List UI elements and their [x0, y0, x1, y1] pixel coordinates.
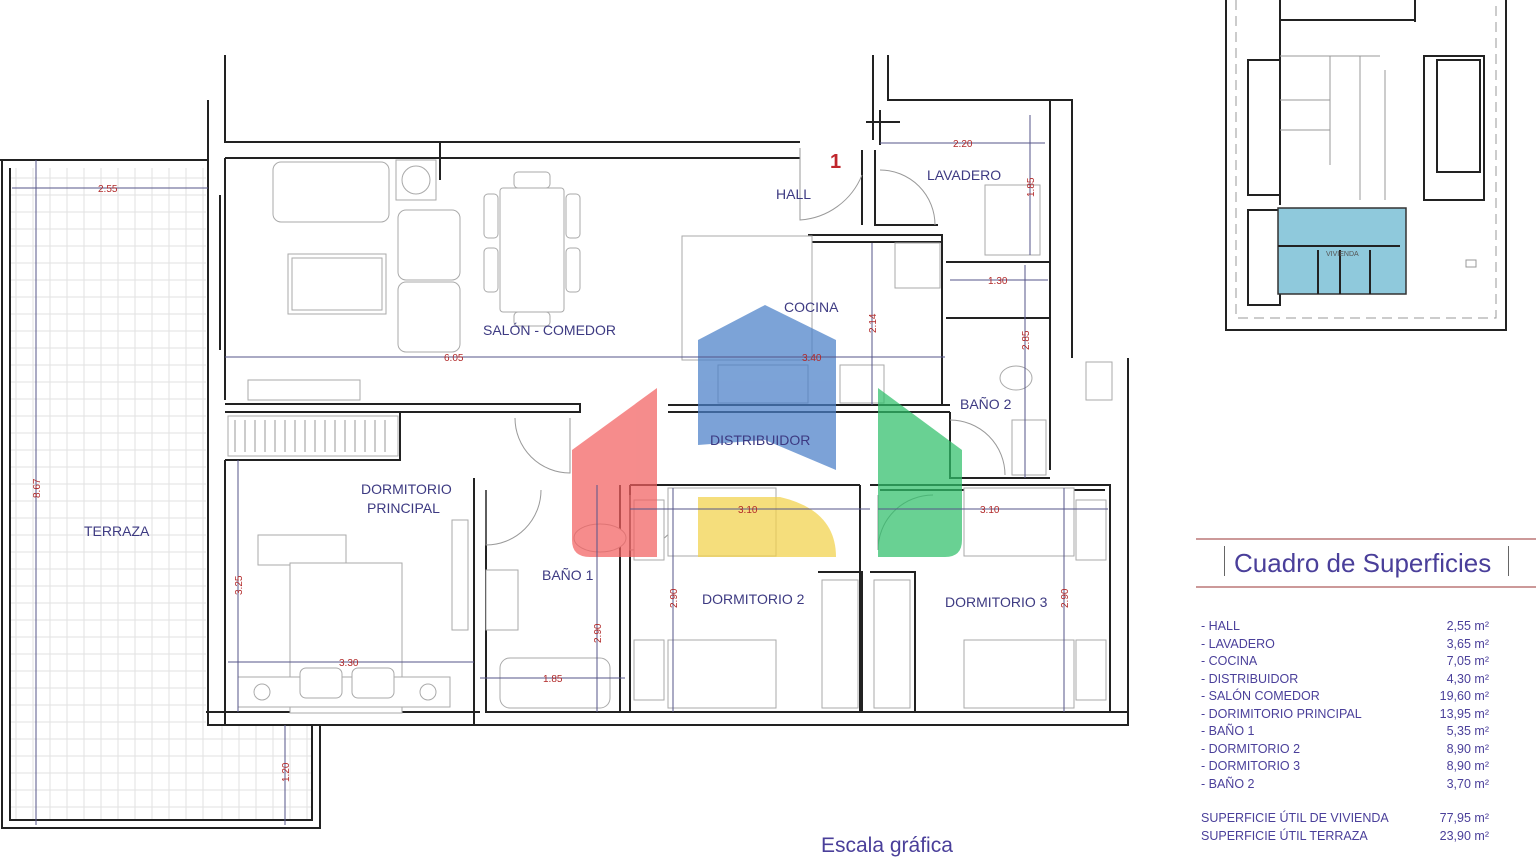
room-label-terraza: TERRAZA: [84, 523, 150, 539]
surface-area: 8,90 m²: [1446, 759, 1489, 773]
surface-area: 19,60 m²: [1439, 689, 1489, 703]
surface-row: SUPERFICIE ÚTIL DE VIVIENDA 77,95 m²: [1201, 810, 1489, 828]
dim-label: 2.90: [669, 588, 680, 608]
surface-row: - DORMITORIO 3 8,90 m²: [1201, 758, 1489, 776]
room-label-dormitorio-principal-2: PRINCIPAL: [367, 500, 440, 516]
surface-area: 3,70 m²: [1446, 776, 1489, 791]
surface-area: 77,95 m²: [1439, 811, 1489, 825]
room-label-salon: SALÓN - COMEDOR: [483, 322, 616, 338]
surface-name: SUPERFICIE ÚTIL DE VIVIENDA: [1201, 811, 1389, 825]
dim-label: 2.90: [593, 623, 604, 643]
room-label-bano1: BAÑO 1: [542, 567, 594, 583]
surfaces-table: Cuadro de Superficies - HALL 2,55 m² - LAV…: [1196, 538, 1536, 845]
surface-name: - DORMITORIO 3: [1201, 759, 1301, 773]
room-label-lavadero: LAVADERO: [927, 167, 1001, 183]
surface-row: SUPERFICIE ÚTIL TERRAZA 23,90 m²: [1201, 828, 1489, 846]
surface-name: - DISTRIBUIDOR: [1201, 671, 1299, 686]
unit-number: 1: [830, 151, 841, 173]
dim-label: 3.30: [339, 658, 359, 669]
walls: [206, 55, 1129, 726]
scale-label: Escala gráfica: [821, 834, 953, 857]
surface-row: - DORMITORIO 2 8,90 m²: [1201, 741, 1489, 759]
surface-name: - LAVADERO: [1201, 636, 1275, 651]
dim-label: 1.20: [281, 762, 292, 782]
dim-label: 8.67: [32, 478, 43, 498]
surface-name: - BAÑO 2: [1201, 776, 1255, 791]
dim-label: 3.10: [980, 505, 1000, 516]
room-label-dormitorio2: DORMITORIO 2: [702, 591, 805, 607]
surface-area: 4,30 m²: [1446, 671, 1489, 686]
dim-label: 1.85: [543, 674, 563, 685]
terrace-outline: [0, 159, 321, 829]
room-label-dormitorio-principal: DORMITORIO: [361, 481, 452, 497]
surface-area: 3,65 m²: [1446, 636, 1489, 651]
dim-label: 2.90: [1060, 588, 1071, 608]
surface-row: - BAÑO 1 5,35 m²: [1201, 723, 1489, 741]
surface-row: - LAVADERO 3,65 m²: [1201, 636, 1489, 654]
surfaces-table-header: Cuadro de Superficies: [1196, 538, 1536, 588]
key-plan: VIVIENDA: [1225, 0, 1507, 331]
dim-label: 2.85: [1021, 330, 1032, 350]
keyplan-label: VIVIENDA: [1326, 251, 1359, 258]
surface-area: 2,55 m²: [1446, 619, 1489, 633]
surface-name: - DORMITORIO 2: [1201, 741, 1301, 756]
dim-label: 3.10: [738, 505, 758, 516]
surface-area: 7,05 m²: [1446, 654, 1489, 668]
surfaces-rows: - HALL 2,55 m² - LAVADERO 3,65 m² - COCINA 7,…: [1196, 618, 1536, 793]
surface-area: 13,95 m²: [1439, 706, 1489, 721]
surface-name: - HALL: [1201, 619, 1240, 633]
surfaces-title: Cuadro de Superficies: [1234, 548, 1492, 578]
dimension-lines: [12, 115, 1108, 825]
surface-row: - HALL 2,55 m²: [1201, 618, 1489, 636]
terrace-tiles: [10, 168, 312, 820]
surface-row: - COCINA 7,05 m²: [1201, 653, 1489, 671]
surface-row: - DISTRIBUIDOR 4,30 m²: [1201, 671, 1489, 689]
watermark-logo: [572, 305, 962, 557]
surface-area: 23,90 m²: [1439, 828, 1489, 843]
dim-label: 2.55: [98, 184, 118, 195]
surface-area: 5,35 m²: [1446, 724, 1489, 738]
dim-label: 6.05: [444, 353, 464, 364]
surface-row: - BAÑO 2 3,70 m²: [1201, 776, 1489, 794]
room-label-cocina: COCINA: [784, 299, 839, 315]
dim-label: 3.40: [802, 353, 822, 364]
surface-name: - SALÓN COMEDOR: [1201, 689, 1320, 703]
surface-name: SUPERFICIE ÚTIL TERRAZA: [1201, 828, 1368, 843]
surface-name: - BAÑO 1: [1201, 724, 1255, 738]
room-labels: SALÓN - COMEDOR COCINA HALL LAVADERO BAÑ…: [84, 151, 1048, 610]
surface-row: - DORIMITORIO PRINCIPAL 13,95 m²: [1201, 706, 1489, 724]
surface-name: - DORIMITORIO PRINCIPAL: [1201, 706, 1362, 721]
surface-name: - COCINA: [1201, 654, 1258, 668]
dimension-labels: 2.55 8.67 6.05 3.40 2.20 1.85 2.14 1.30 …: [32, 139, 1071, 782]
room-label-dormitorio3: DORMITORIO 3: [945, 594, 1048, 610]
dim-label: 1.30: [988, 276, 1008, 287]
dim-label: 3.25: [234, 575, 245, 595]
dim-label: 2.14: [868, 313, 879, 333]
dim-label: 2.20: [953, 139, 973, 150]
room-label-distribuidor: DISTRIBUIDOR: [710, 432, 810, 448]
surface-row: - SALÓN COMEDOR 19,60 m²: [1201, 688, 1489, 706]
surface-area: 8,90 m²: [1446, 741, 1489, 756]
dim-label: 1.85: [1026, 177, 1037, 197]
room-label-hall: HALL: [776, 186, 811, 202]
room-label-bano2: BAÑO 2: [960, 396, 1012, 412]
